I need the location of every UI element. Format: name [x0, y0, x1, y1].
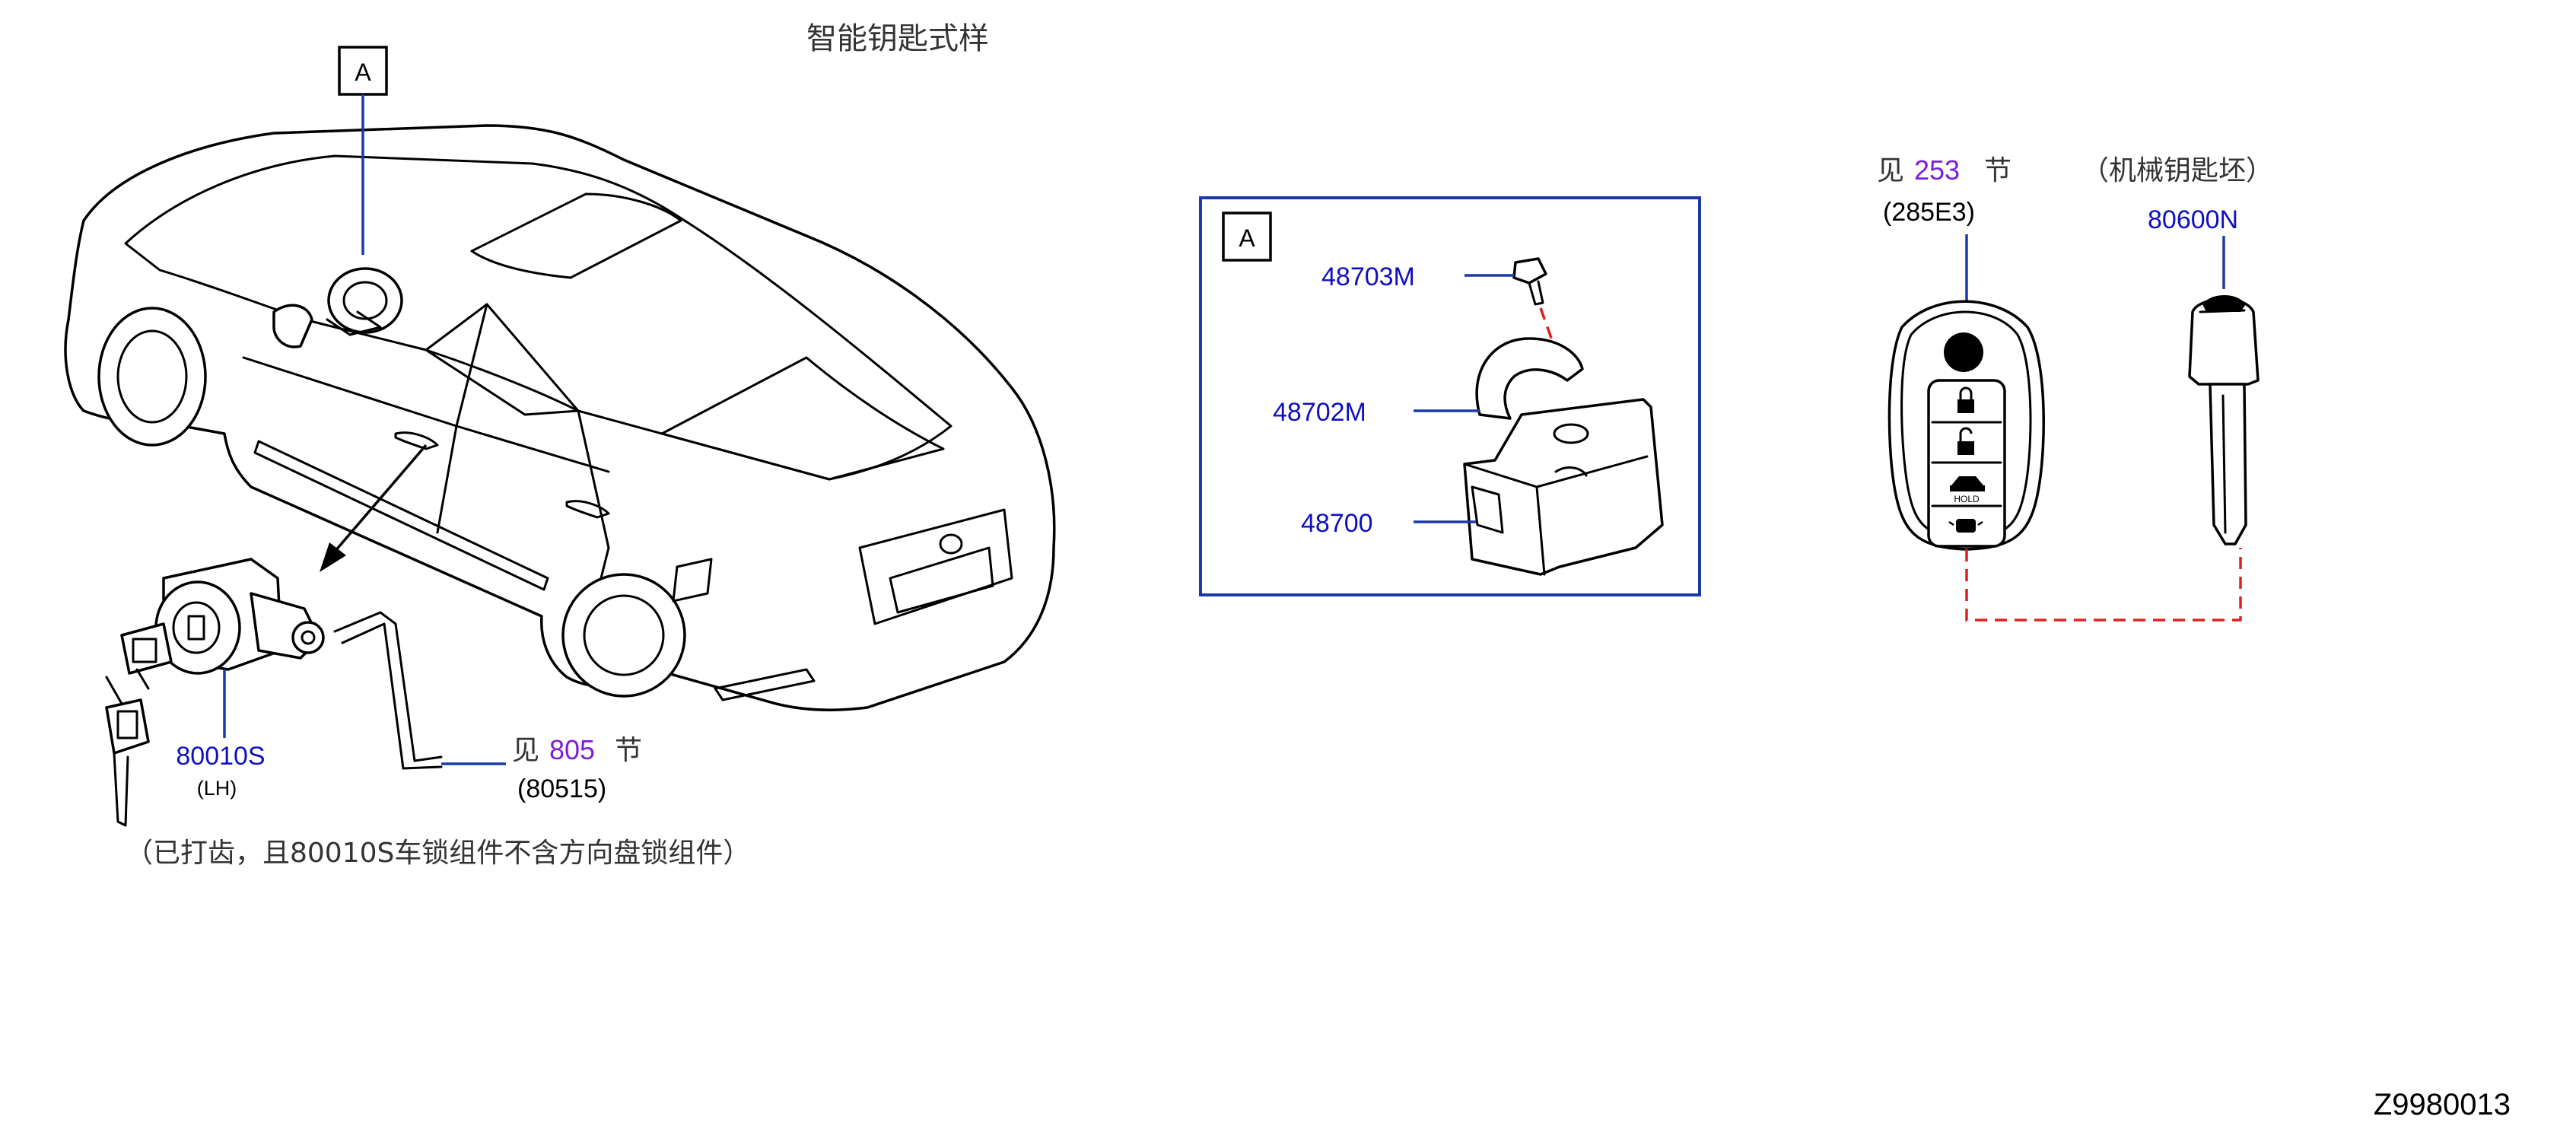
part-number-48700: 48700 [1301, 509, 1373, 538]
part-number-80600N: 80600N [2148, 205, 2238, 234]
hold-label: HOLD [1954, 494, 1980, 504]
footnote-text: （已打齿，且80010S车锁组件不含方向盘锁组件） [126, 838, 750, 869]
pointer-arrow-icon [320, 542, 346, 572]
part-number-80010S-side: (LH) [197, 777, 237, 800]
key-head-icon [2202, 294, 2246, 312]
callout-box-a-main [338, 46, 388, 96]
part-number-48703M: 48703M [1321, 262, 1415, 291]
trunk-button-icon [1950, 476, 1985, 491]
see-section-805-prefix: 见 [512, 735, 539, 766]
see-section-253-number: 253 [1914, 154, 1960, 186]
fob-emblem-icon [1944, 332, 1983, 372]
drawing-id: Z9980013 [2374, 1088, 2511, 1121]
callout-label-a-detail: A [1239, 224, 1255, 252]
steering-lock-parts-drawing [1463, 257, 1664, 576]
unlock-button-icon [1957, 427, 1974, 455]
see-section-805-suffix: 节 [615, 735, 642, 766]
see-section-253-prefix: 见 [1877, 155, 1904, 186]
part-number-48702M: 48702M [1273, 398, 1366, 427]
part-number-80010S: 80010S [176, 742, 265, 771]
car-illustration [64, 124, 1056, 712]
part-number-285E3: (285E3) [1883, 198, 1975, 227]
callout-label-a-main: A [355, 59, 371, 86]
detail-a-frame [1199, 196, 1701, 596]
diagram-title: 智能钥匙式样 [806, 21, 989, 56]
door-lock-cylinder-drawing [105, 558, 443, 827]
see-section-253-suffix: 节 [1984, 155, 2012, 186]
part-number-80515: (80515) [517, 774, 606, 803]
lock-button-icon [1957, 386, 1974, 413]
mechanical-key-drawing [2188, 294, 2260, 545]
callout-box-a-detail [1222, 211, 1272, 262]
panic-button-icon [1948, 519, 1983, 533]
mechanical-key-blank-caption: （机械钥匙坯） [2081, 155, 2273, 186]
see-section-805-number: 805 [549, 734, 595, 765]
smart-key-fob-drawing: HOLD [1887, 300, 2045, 551]
